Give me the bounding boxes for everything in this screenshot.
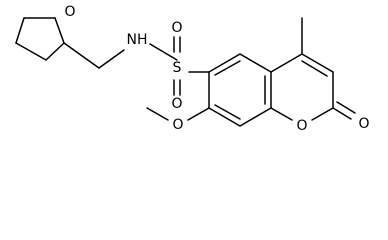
thf-oxygen-label: O <box>64 4 75 20</box>
bond <box>239 107 272 127</box>
methylene-linker <box>63 42 125 69</box>
bond <box>336 101 356 114</box>
bond <box>270 53 303 73</box>
chemical-structure-diagram: O NH S O O O O O <box>15 4 370 134</box>
sulfonyl-oxygen-top-label: O <box>171 20 182 36</box>
pyranone-ring <box>270 53 334 121</box>
ring-oxygen-label: O <box>296 118 307 134</box>
sulfur-label: S <box>173 60 182 76</box>
bond <box>187 107 210 121</box>
bond <box>15 42 47 61</box>
sulfonyl-oxygen-bottom-label: O <box>171 96 182 112</box>
sulfonamide-group <box>149 36 210 96</box>
bond <box>270 107 293 121</box>
bond <box>214 60 241 76</box>
bond <box>45 42 65 61</box>
bond <box>149 43 178 61</box>
bond <box>146 107 169 121</box>
benzene-ring <box>208 53 272 127</box>
amide-nitrogen-label: NH <box>127 32 148 48</box>
bond <box>214 104 241 120</box>
bond <box>98 49 125 69</box>
bond <box>208 53 241 73</box>
carbonyl-group <box>332 101 356 120</box>
bond <box>54 17 65 44</box>
tetrahydrofuran-ring <box>15 17 65 61</box>
methoxy-group <box>146 107 210 121</box>
bond <box>208 107 241 127</box>
bond <box>301 53 334 73</box>
carbonyl-oxygen-label: O <box>358 116 369 132</box>
bond <box>63 42 100 69</box>
bond <box>311 107 334 121</box>
bond <box>301 60 328 77</box>
bond <box>332 107 352 120</box>
bond <box>239 53 272 73</box>
bond <box>15 17 25 44</box>
methoxy-oxygen-label: O <box>172 117 183 133</box>
